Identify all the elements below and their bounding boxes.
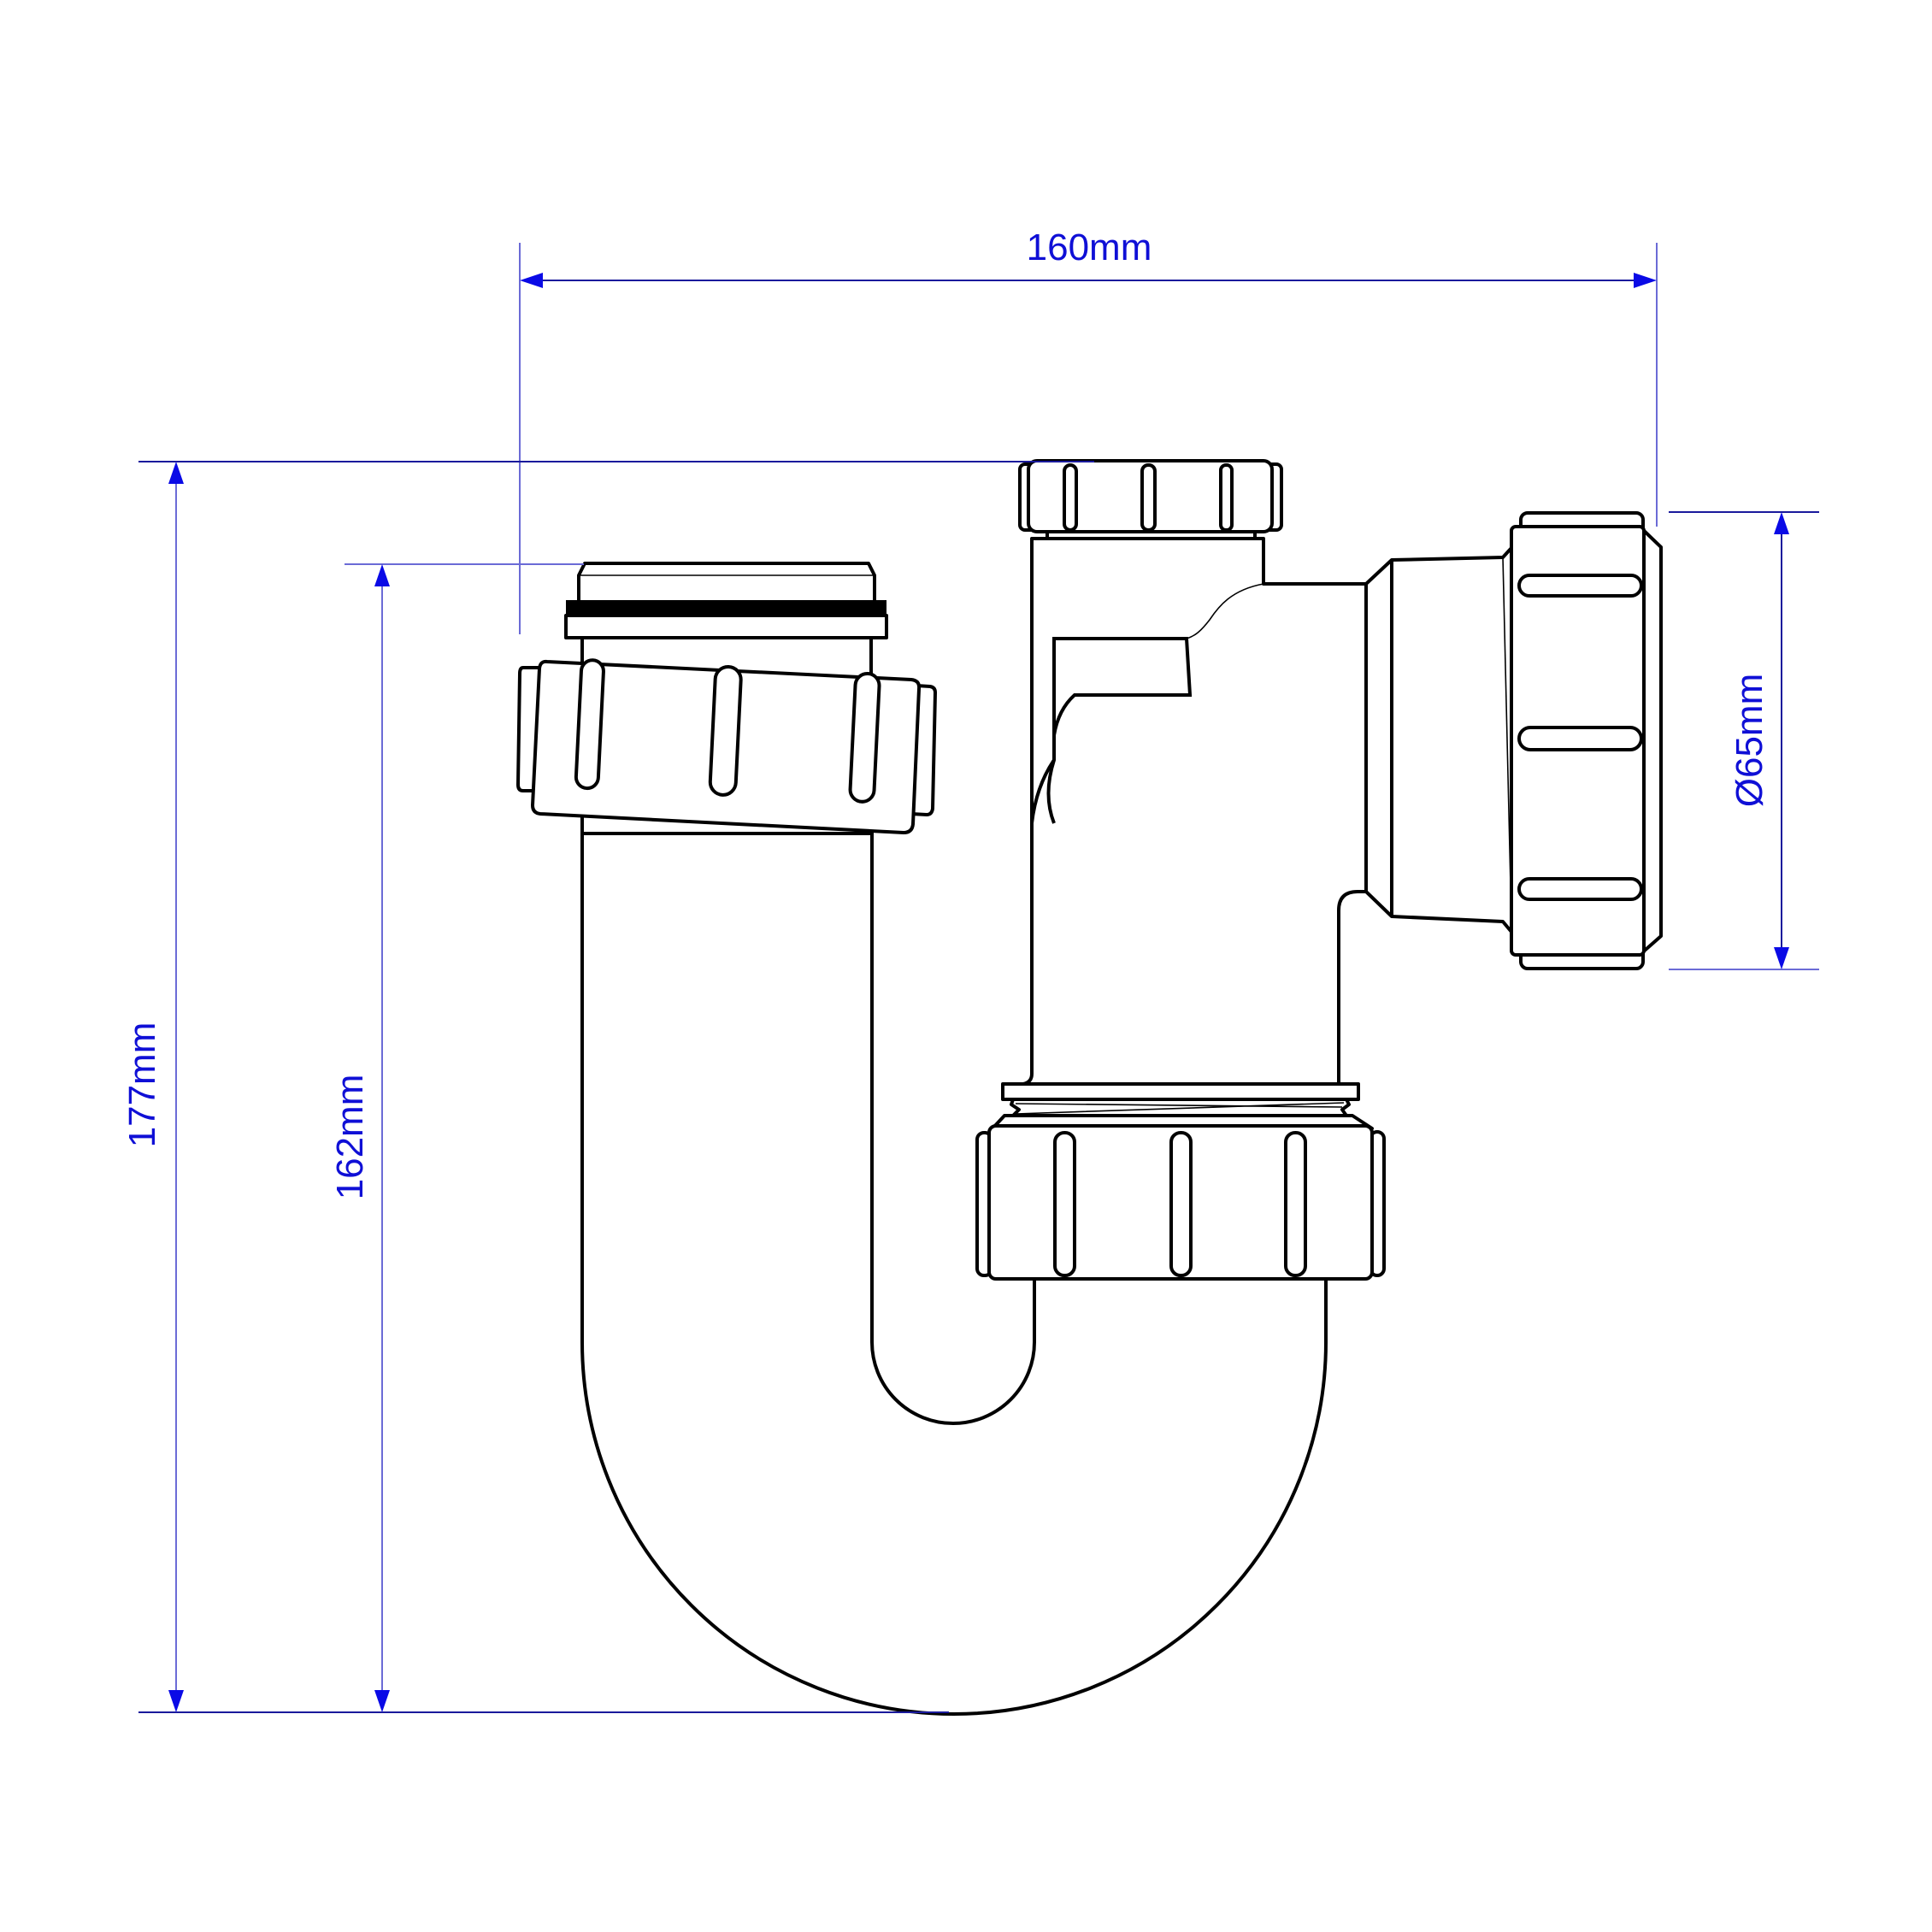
dimension-side-nut-diameter: Ø65mm (1669, 511, 1819, 970)
lower-union-nut (975, 1082, 1386, 1281)
arrow-up-icon (168, 462, 184, 484)
inlet-height-dimension-label: 162mm (329, 1075, 371, 1200)
dimension-inlet-height: 162mm (329, 563, 584, 1712)
j-bend-outer (580, 819, 1328, 1716)
body-baffle (1046, 637, 1193, 824)
lower-nut-grip-slot (1053, 1131, 1076, 1277)
top-cap-grip-slot (1219, 463, 1234, 532)
inlet-nut-grip-slot (848, 671, 881, 804)
side-compression-nut (1510, 511, 1663, 970)
side-nut-grip-slot (1517, 574, 1643, 598)
lower-thread-lines (1015, 1102, 1345, 1115)
side-nut-grip-slot (1517, 726, 1643, 751)
seal-ring-white-band (564, 614, 888, 639)
seal-ring-black-band (566, 600, 886, 617)
arrow-right-icon (1634, 273, 1657, 288)
side-nut-grip-slot (1517, 877, 1643, 901)
diameter-dimension-label: Ø65mm (1729, 674, 1770, 807)
arrow-up-icon (374, 564, 390, 586)
lower-thread (1010, 1098, 1351, 1117)
inlet-nut-grip-slot (708, 664, 743, 797)
dimension-overall-height: 177mm (121, 461, 1094, 1713)
arrow-down-icon (374, 1690, 390, 1712)
top-cap-grip-slot (1063, 463, 1078, 532)
arrow-down-icon (1774, 947, 1789, 969)
trap-body (1022, 537, 1368, 1086)
dimension-overall-width: 160mm (519, 227, 1658, 634)
side-branch-outlet (1364, 546, 1513, 934)
inlet-compression-nut (516, 658, 937, 834)
lower-nut-grip-slot (1169, 1131, 1193, 1277)
body-baffle-lower-curve (1030, 758, 1056, 824)
lower-nut-grip-slot (1284, 1131, 1307, 1277)
top-cap-grip-slot (1140, 463, 1157, 532)
body-s-curve (1186, 583, 1264, 639)
inlet-pipe-top (577, 562, 876, 604)
j-bend (580, 819, 1328, 1716)
arrow-up-icon (1774, 512, 1789, 534)
top-cap-nut (1018, 459, 1283, 540)
trap-body-outline (1022, 537, 1368, 1086)
lower-washer (1001, 1082, 1360, 1101)
height-dimension-label: 177mm (121, 1022, 163, 1148)
arrow-down-icon (168, 1690, 184, 1712)
width-dimension-label: 160mm (1027, 227, 1152, 268)
branch-pipe (1364, 546, 1513, 934)
inlet-nut-grip-slot (574, 658, 605, 791)
arrow-left-icon (520, 273, 543, 288)
